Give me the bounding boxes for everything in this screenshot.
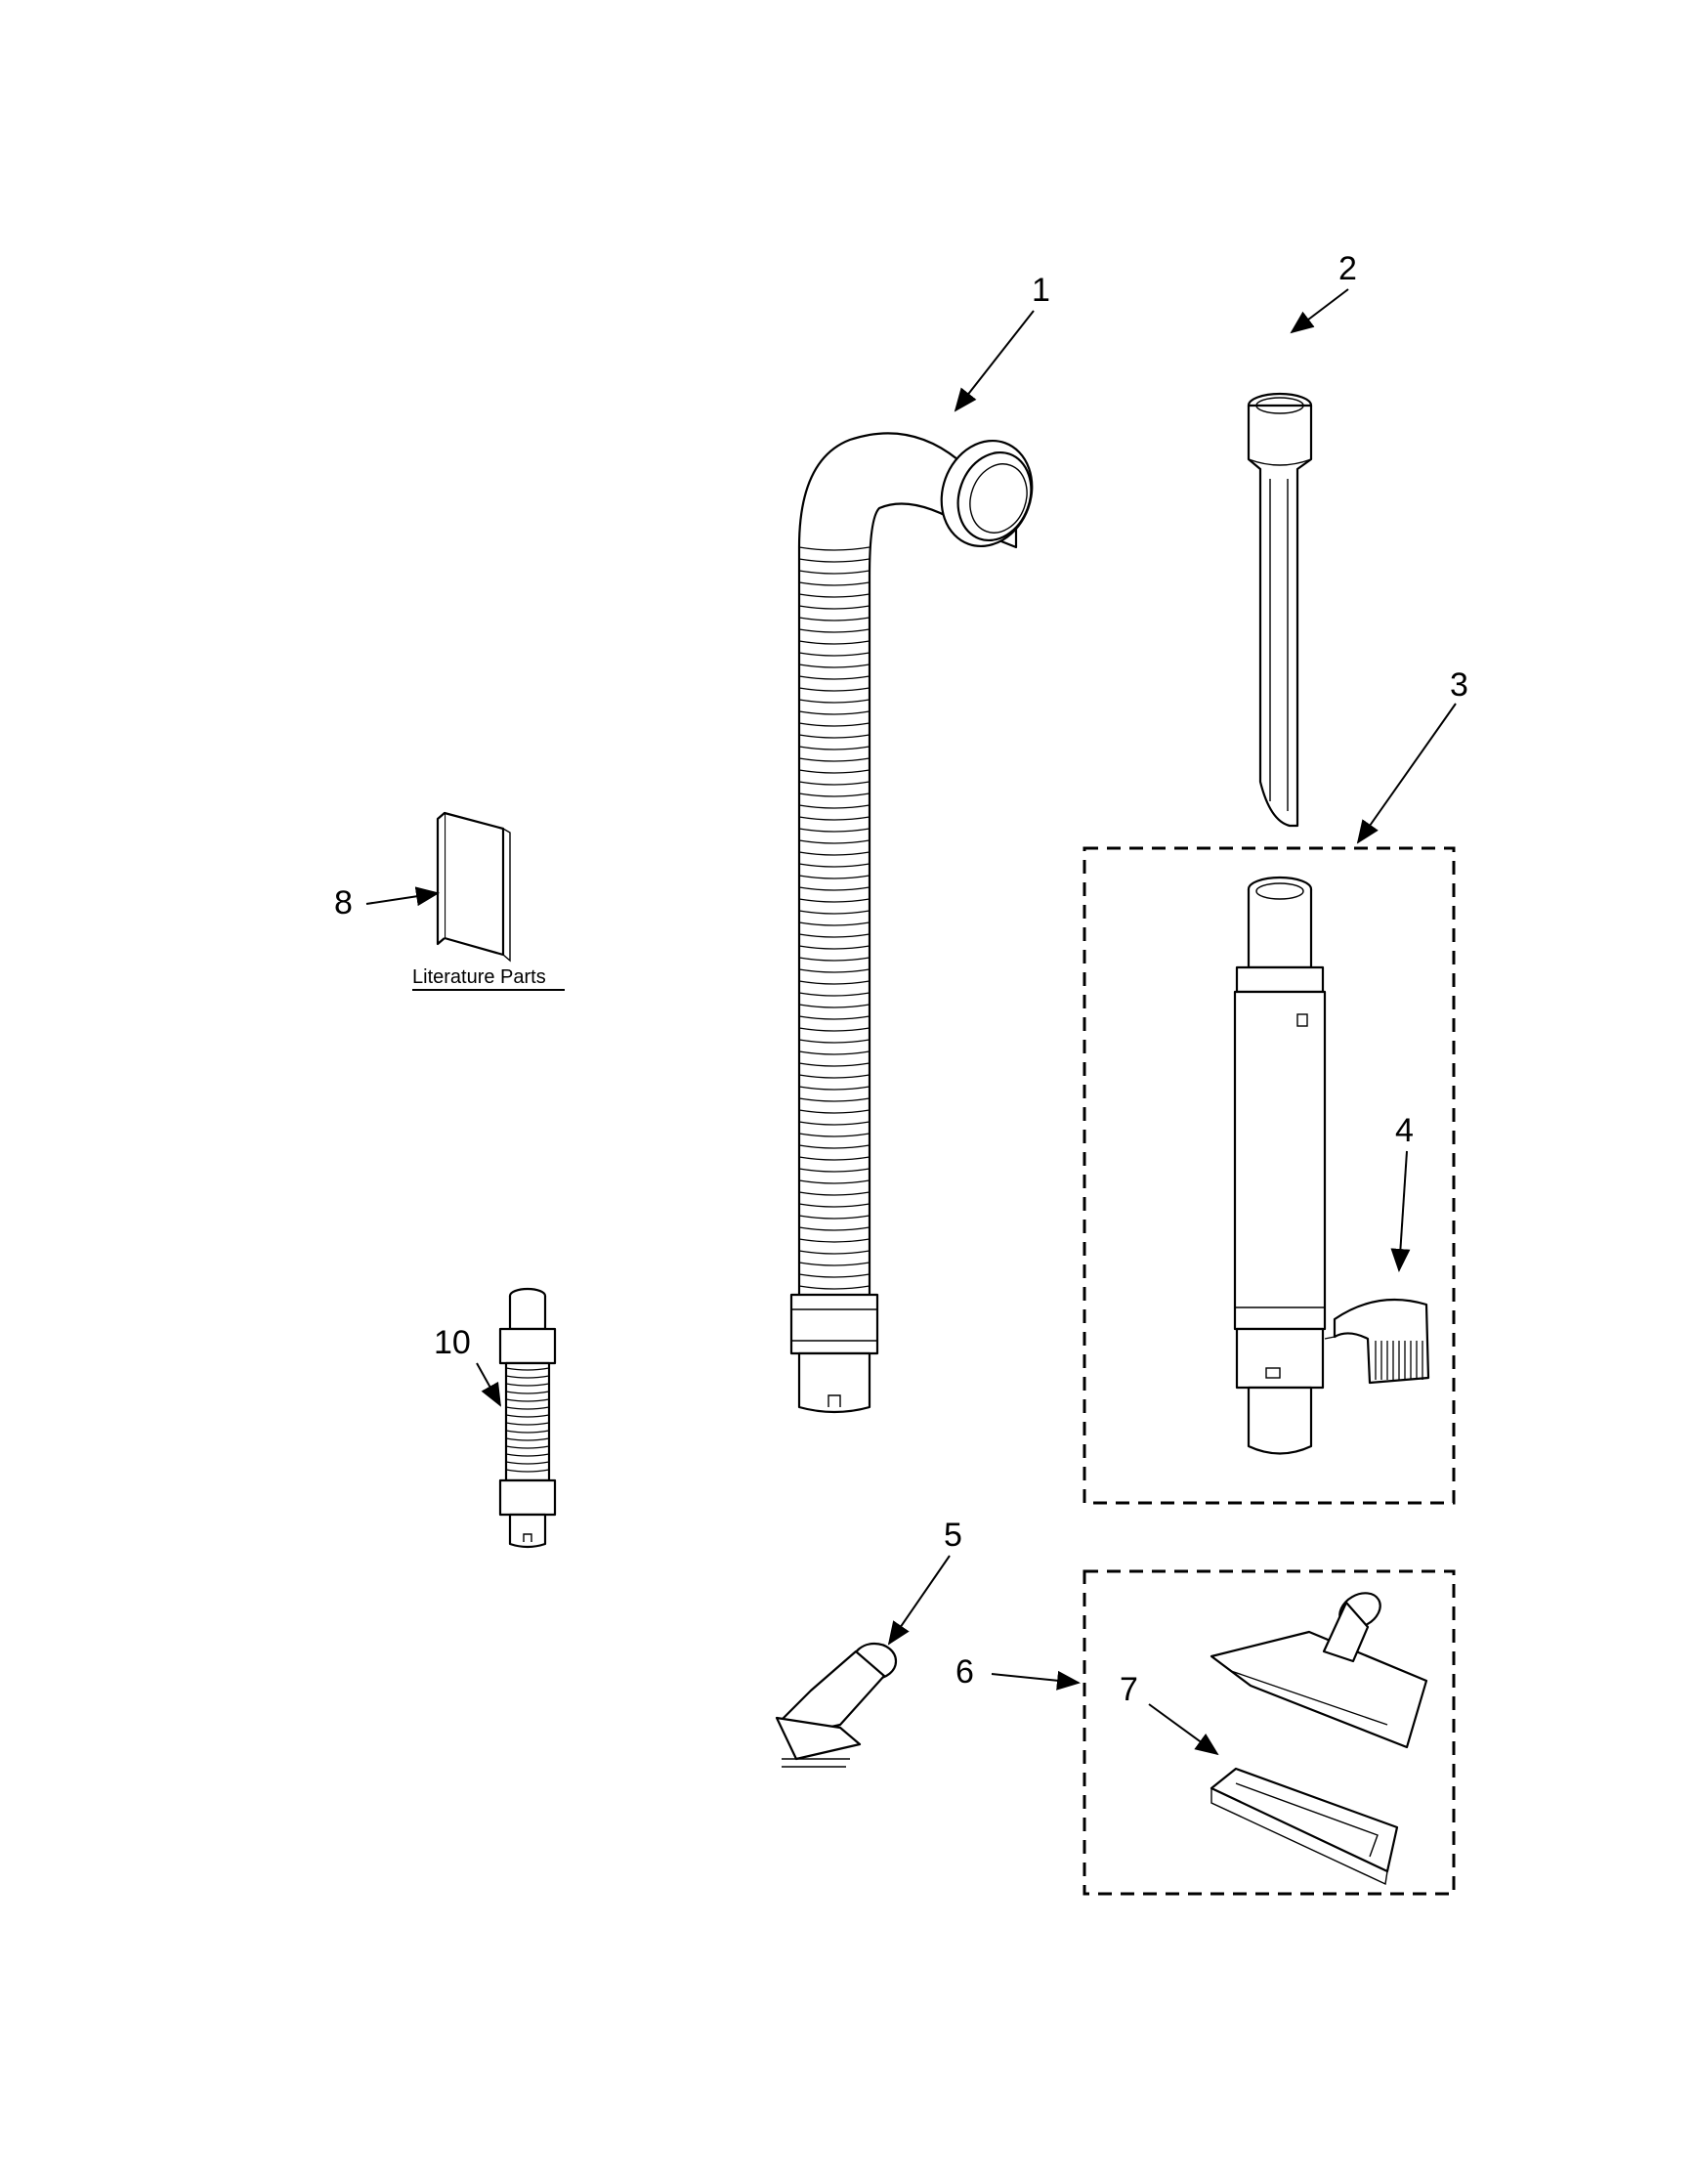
upholstery-tool-part-6 (1210, 1592, 1428, 1749)
leader-10 (476, 1362, 501, 1407)
brush-insert-part-7 (1210, 1767, 1399, 1886)
extension-wand-part-3 (1233, 876, 1327, 1455)
hose-bottom-cuff (789, 1293, 879, 1414)
crevice-tool-part-2 (1247, 392, 1313, 828)
callout-7: 7 (1120, 1671, 1138, 1708)
leader-8 (365, 886, 440, 907)
part-3-group-box (1082, 846, 1456, 1505)
callout-3: 3 (1450, 666, 1468, 704)
callout-4: 4 (1395, 1112, 1414, 1149)
leader-3 (1356, 703, 1457, 844)
leader-1 (954, 310, 1035, 412)
callout-8: 8 (334, 884, 353, 921)
hose-top-coupling (940, 439, 1034, 548)
leader-2 (1290, 288, 1349, 334)
callout-10: 10 (434, 1324, 471, 1361)
short-hose-part-10 (498, 1287, 557, 1549)
leader-6 (991, 1670, 1081, 1691)
callout-5: 5 (944, 1517, 962, 1554)
clip-part-4 (1324, 1298, 1430, 1385)
hose-part-1 (789, 432, 1034, 1414)
dusting-brush-part-5 (775, 1642, 898, 1768)
part-6-group-box (1082, 1569, 1456, 1896)
leader-5 (887, 1555, 951, 1646)
literature-parts-label: Literature Parts (412, 966, 546, 988)
leader-4 (1390, 1150, 1411, 1272)
callout-6: 6 (955, 1653, 974, 1691)
callout-1: 1 (1032, 272, 1050, 309)
callout-2: 2 (1338, 250, 1357, 287)
literature-part-8 (436, 811, 511, 963)
leader-7 (1148, 1703, 1219, 1756)
